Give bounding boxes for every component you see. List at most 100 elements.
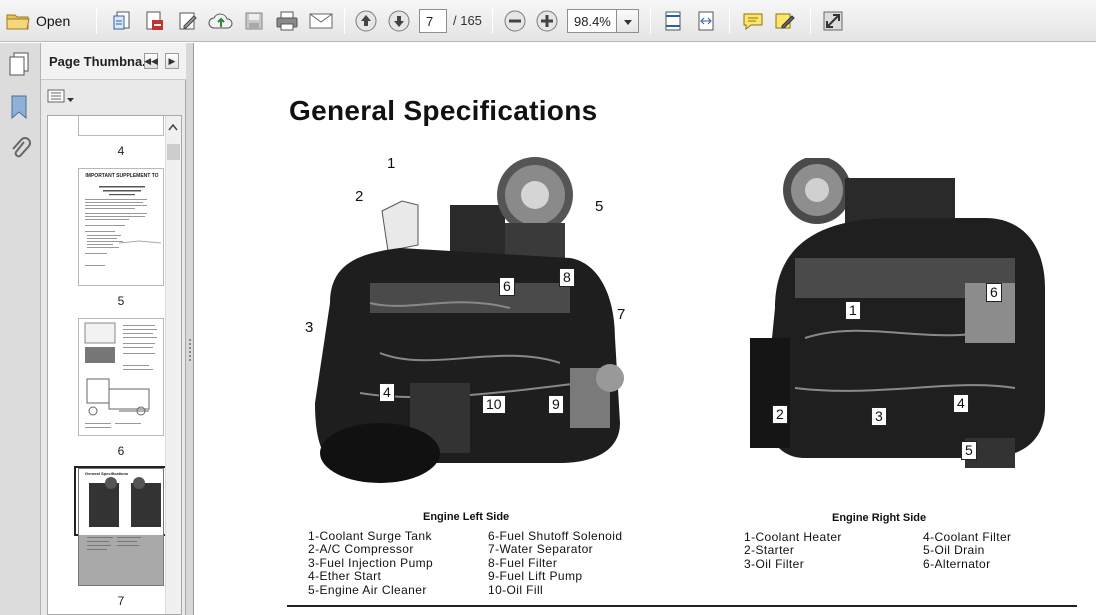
pages-icon[interactable] (8, 51, 32, 80)
callout-label: 1 (387, 155, 396, 172)
zoom-out-icon (503, 9, 527, 33)
upload-button[interactable] (206, 7, 236, 35)
legend-item: 10-Oil Fill (488, 582, 544, 597)
legend-item: 1-Coolant Heater (744, 530, 842, 544)
left-legend-col1: 1-Coolant Surge Tank 2-A/C Compressor 3-… (308, 529, 434, 597)
scroll-up-icon[interactable] (168, 120, 178, 134)
edit-button[interactable] (174, 7, 202, 35)
chevron-down-icon (623, 14, 632, 28)
bookmark-icon[interactable] (9, 94, 29, 123)
thumbnail-panel: Page Thumbna... ◀◀ ▶ 4 IMPORTANT SUPPLEM… (41, 43, 186, 615)
scroll-thumb[interactable] (167, 144, 180, 160)
legend-item: 3-Fuel Injection Pump (308, 555, 434, 570)
callout-label: 9 (548, 395, 564, 414)
upload-icon (208, 10, 234, 32)
fit-width-button[interactable] (692, 7, 720, 35)
page-divider (287, 605, 1077, 607)
create-icon (111, 10, 133, 32)
expand-panel-button[interactable]: ▶ (165, 53, 179, 69)
callout-label: 3 (871, 407, 887, 426)
zoom-input[interactable]: 98.4% (567, 9, 617, 33)
next-page-button[interactable] (385, 7, 413, 35)
toolbar: Open 7 / 165 98.4% (0, 0, 1096, 42)
fit-width-icon (696, 10, 716, 32)
double-chevron-left-icon: ◀◀ (144, 55, 158, 66)
callout-label: 5 (595, 198, 604, 215)
save-icon (244, 11, 264, 31)
chevron-right-icon: ▶ (168, 55, 176, 66)
thumbnail-scrollbar[interactable] (165, 116, 181, 614)
right-legend-col2: 4-Coolant Filter 5-Oil Drain 6-Alternato… (923, 530, 1012, 571)
highlight-button[interactable] (771, 7, 799, 35)
create-button[interactable] (108, 7, 136, 35)
comment-button[interactable] (739, 7, 767, 35)
thumbnail-page-selected[interactable]: General Specifications (78, 468, 164, 586)
callout-label: 2 (355, 188, 364, 205)
fullscreen-button[interactable] (819, 7, 847, 35)
fullscreen-icon (822, 10, 844, 32)
legend-item: 3-Oil Filter (744, 556, 805, 571)
zoom-out-button[interactable] (501, 7, 529, 35)
page-up-icon (354, 9, 378, 33)
thumbnail-heading: IMPORTANT SUPPLEMENT TO (85, 173, 159, 179)
legend-item: 1-Coolant Surge Tank (308, 529, 432, 543)
collapse-panel-button[interactable]: ◀◀ (144, 53, 158, 69)
panel-splitter[interactable] (186, 43, 194, 615)
callout-label: 7 (617, 306, 626, 323)
thumbnail-list: 4 IMPORTANT SUPPLEMENT TO 5 6 (47, 115, 182, 615)
attachment-icon[interactable] (9, 136, 31, 165)
page-number-input[interactable]: 7 (419, 9, 447, 33)
zoom-in-icon (535, 9, 559, 33)
callout-label: 3 (305, 319, 314, 336)
thumbnail-page[interactable] (78, 318, 164, 436)
legend-item: 6-Fuel Shutoff Solenoid (488, 529, 623, 543)
callout-label: 2 (772, 405, 788, 424)
callout-label: 6 (499, 277, 515, 296)
legend-item: 5-Engine Air Cleaner (308, 582, 427, 597)
page-title: General Specifications (289, 95, 598, 126)
options-menu-button[interactable] (47, 89, 74, 106)
zoom-dropdown[interactable] (617, 9, 639, 33)
email-button[interactable] (306, 7, 336, 35)
save-button[interactable] (240, 7, 268, 35)
thumbnail-label: 4 (117, 144, 125, 158)
left-legend-col2: 6-Fuel Shutoff Solenoid 7-Water Separato… (488, 529, 623, 597)
pdf-button[interactable] (140, 7, 168, 35)
legend-item: 5-Oil Drain (923, 543, 985, 558)
thumbnail-heading: General Specifications (85, 471, 129, 476)
open-button[interactable]: Open (6, 7, 80, 35)
previous-page-button[interactable] (352, 7, 380, 35)
navigation-rail (0, 43, 41, 615)
callout-label: 6 (986, 283, 1002, 302)
right-caption: Engine Right Side (832, 512, 927, 524)
email-icon (309, 12, 333, 30)
highlight-icon (774, 10, 796, 32)
thumbnail-label: 7 (117, 594, 125, 608)
legend-item: 2-Starter (744, 543, 795, 558)
thumbnail-page[interactable] (78, 116, 164, 136)
chevron-down-icon (67, 91, 74, 105)
callout-label: 4 (379, 383, 395, 402)
legend-item: 7-Water Separator (488, 542, 594, 557)
legend-item: 4-Ether Start (308, 569, 382, 584)
total-pages: / 165 (453, 13, 482, 28)
pdf-icon (143, 10, 165, 32)
edit-icon (177, 10, 199, 32)
panel-title: Page Thumbna... (49, 54, 154, 69)
legend-item: 9-Fuel Lift Pump (488, 569, 583, 584)
legend-item: 2-A/C Compressor (308, 542, 414, 557)
print-button[interactable] (272, 7, 302, 35)
zoom-in-button[interactable] (533, 7, 561, 35)
fit-page-button[interactable] (659, 7, 687, 35)
thumbnail-label: 6 (117, 444, 125, 458)
document-view[interactable]: General Specifications 1 2 3 4 5 6 7 8 9… (195, 43, 1096, 615)
print-icon (275, 10, 299, 32)
callout-label: 8 (559, 268, 575, 287)
thumbnail-page[interactable]: IMPORTANT SUPPLEMENT TO (78, 168, 164, 286)
engine-left-photo (300, 153, 650, 498)
engine-right-photo (735, 156, 1060, 498)
callout-label: 5 (961, 441, 977, 460)
thumbnail-label: 5 (117, 294, 125, 308)
thumbnail-options-bar (41, 81, 186, 111)
legend-item: 4-Coolant Filter (923, 530, 1012, 544)
